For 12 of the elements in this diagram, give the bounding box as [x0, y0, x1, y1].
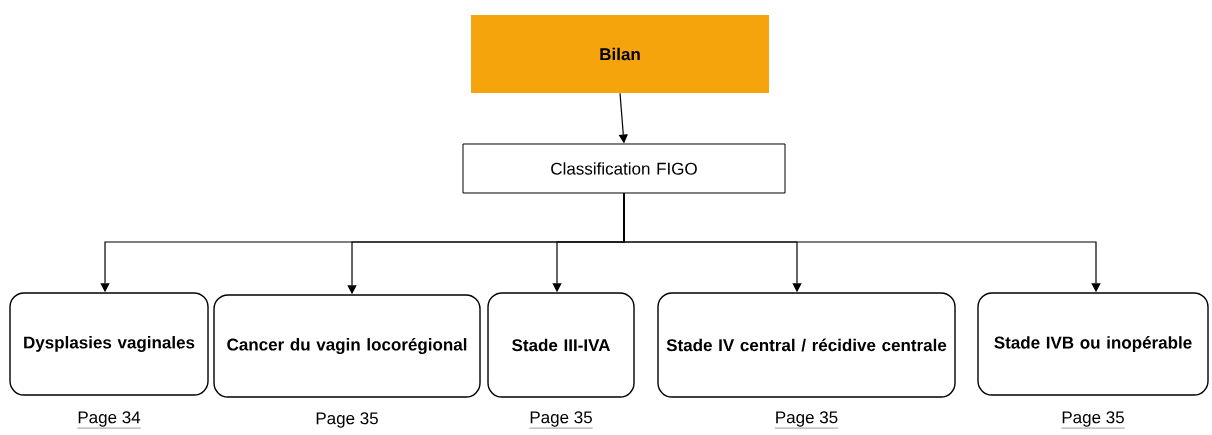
category-box: Stade IV central / récidive centrale: [657, 292, 956, 398]
page-link: Page 34: [77, 411, 141, 429]
page-link: Page 35: [316, 412, 378, 428]
category-box: Dysplasies vaginales: [9, 292, 209, 396]
process-box: Classification FIGO: [462, 143, 786, 194]
category-box: Cancer du vagin locorégional: [213, 294, 481, 398]
category-box: Stade IVB ou inopérable: [977, 292, 1209, 396]
page-link: Page 35: [774, 411, 839, 429]
page-link: Page 35: [529, 411, 593, 429]
page-link: Page 35: [1061, 411, 1125, 429]
heading-box: Bilan: [471, 15, 769, 93]
category-box: Stade III-IVA: [487, 292, 635, 398]
